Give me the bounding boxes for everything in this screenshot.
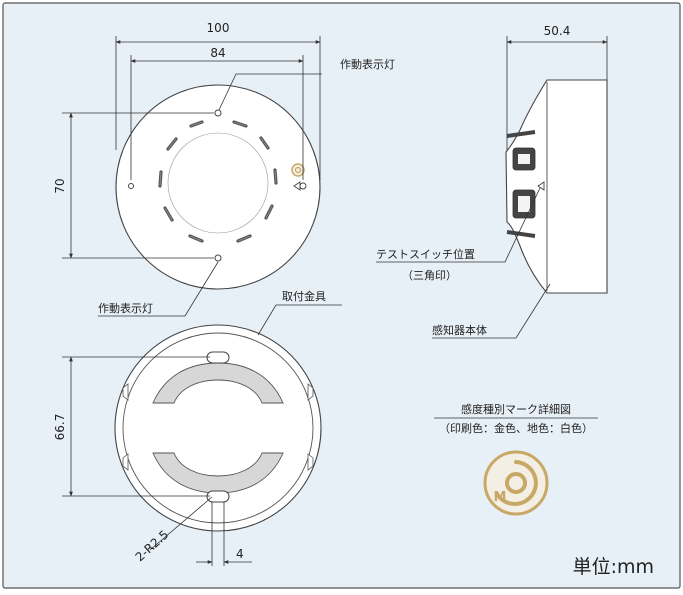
side-view: 50.4 テストスイッチ位置 （三角印） 感知器本体 [376, 24, 608, 339]
bracket-view: 66.7 4 2-R2.5 取付金具 [53, 289, 342, 566]
bracket-slot-top [206, 351, 230, 364]
label-test-switch-note: （三角印） [402, 269, 457, 282]
sensitivity-mark-small [291, 163, 305, 177]
bracket-lower-window [152, 452, 284, 494]
unit-label: 単位:mm [573, 556, 654, 578]
dim-top-height: 70 [53, 178, 67, 193]
indicator-lamp-bottom [214, 254, 222, 262]
label-mounting-bracket: 取付金具 [282, 289, 326, 303]
sensitivity-mark-letter: M [494, 490, 507, 505]
bracket-outer-ring [114, 324, 322, 532]
dim-slot-width: 4 [236, 547, 244, 561]
top-view: 100 84 70 作動表示灯 作動表示灯 [53, 21, 395, 317]
dim-side-depth: 50.4 [544, 24, 571, 38]
screw-hole-left [128, 183, 134, 189]
dim-top-inner-width: 84 [210, 46, 225, 60]
label-mark-detail-title: 感度種別マーク詳細図 [461, 402, 571, 416]
label-test-switch: テストスイッチ位置 [376, 247, 475, 261]
label-mark-detail-note: （印刷色：金色、地色：白色） [439, 421, 593, 435]
dim-top-overall-width: 100 [207, 21, 230, 35]
label-detector-body: 感知器本体 [432, 323, 487, 337]
bracket-upper-window [152, 362, 284, 404]
detector-top-body [115, 84, 321, 290]
bracket-slot-bottom [206, 490, 230, 503]
label-indicator-bottom: 作動表示灯 [98, 301, 153, 315]
mark-detail: 感度種別マーク詳細図 （印刷色：金色、地色：白色） M [434, 402, 598, 516]
test-switch-triangle-side [537, 181, 545, 191]
dim-base-height: 66.7 [53, 414, 67, 441]
label-indicator-top: 作動表示灯 [340, 57, 395, 71]
indicator-lamp-top [214, 109, 222, 117]
